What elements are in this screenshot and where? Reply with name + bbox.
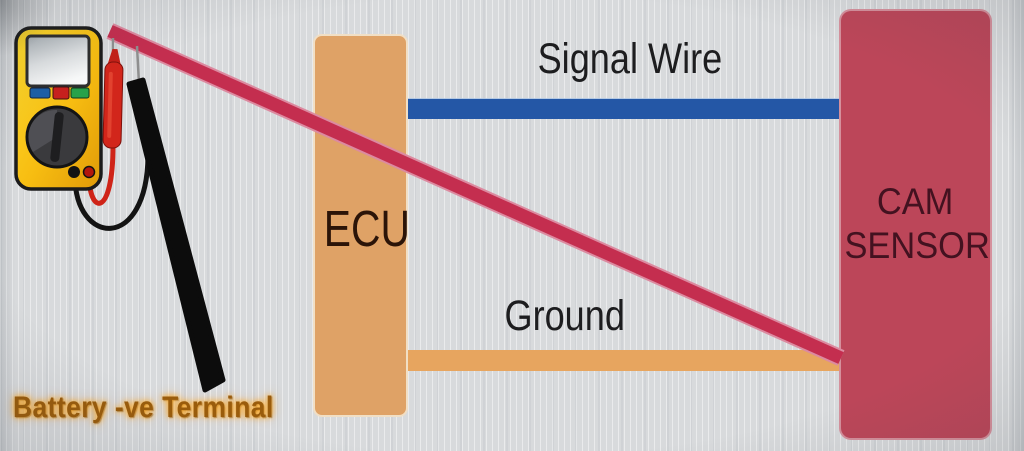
multimeter-body <box>14 26 103 191</box>
multimeter-icon <box>14 26 226 393</box>
signal-wire-label: Signal Wire <box>537 35 723 83</box>
cam-sensor-label: CAM SENSOR <box>839 180 992 268</box>
signal-wire <box>408 99 839 119</box>
multimeter-button-green <box>70 87 90 99</box>
multimeter-button-blue <box>29 87 51 99</box>
ecu-label: ECU <box>323 200 410 257</box>
red-probe-handle <box>102 61 124 149</box>
black-probe <box>126 77 226 393</box>
test-lead-black <box>72 155 151 231</box>
test-lead-red <box>86 145 116 206</box>
ground-wire <box>408 350 839 371</box>
multimeter-port-black <box>68 166 80 178</box>
multimeter-dial <box>25 105 89 169</box>
red-probe <box>102 48 124 149</box>
red-probe-sheen <box>107 71 113 138</box>
battery-negative-terminal-label: Battery -ve Terminal <box>13 391 274 424</box>
multimeter-button-red <box>52 86 70 100</box>
cam-sensor-label-line1: CAM <box>877 181 954 222</box>
black-probe-tip <box>135 45 141 85</box>
multimeter-dial-highlight <box>28 109 57 152</box>
cam-sensor-box <box>839 9 992 440</box>
ground-wire-label: Ground <box>504 292 626 340</box>
multimeter-port-red <box>82 165 96 179</box>
multimeter-screen <box>25 34 91 88</box>
cam-sensor-label-line2: SENSOR <box>844 225 990 266</box>
red-probe-cone <box>107 48 122 67</box>
multimeter-dial-pointer <box>50 112 64 162</box>
